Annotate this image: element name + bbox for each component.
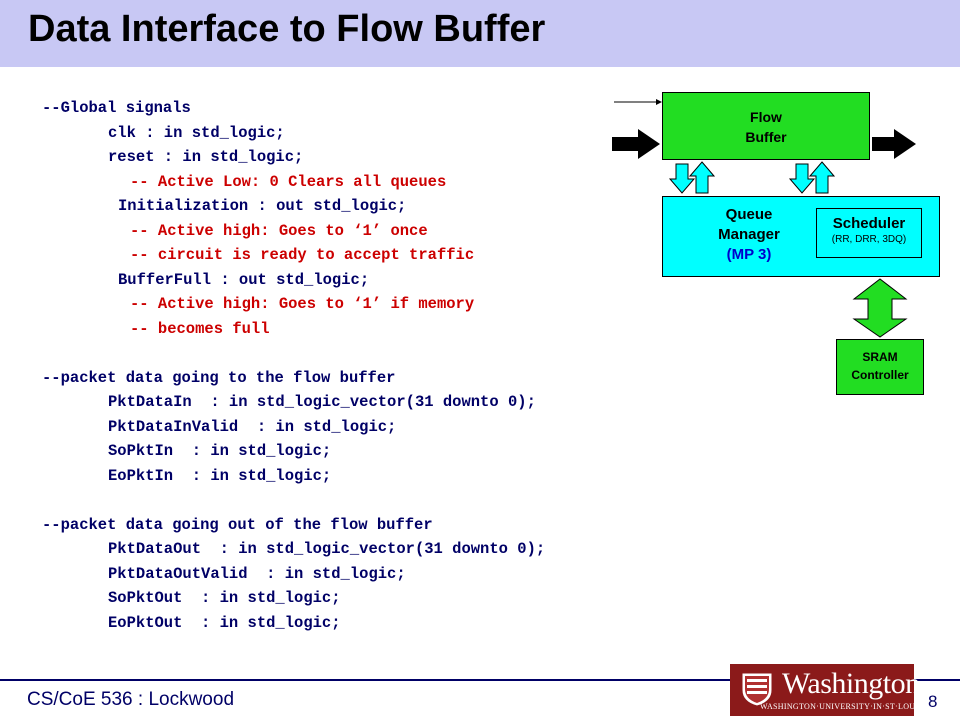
code-line: PktDataOut : in std_logic_vector(31 down… [108, 540, 546, 558]
packet-input-arrow [612, 129, 660, 159]
queue-manager-label-3: (MP 3) [726, 246, 772, 263]
code-line: clk : in std_logic; [108, 123, 285, 142]
code-line: -- Active high: Goes to ‘1’ if memory [130, 295, 475, 313]
code-line: EoPktOut : in std_logic; [108, 613, 341, 632]
qm-sram-bidirectional-arrow [852, 278, 908, 338]
code-line: --packet data going out of the flow buff… [42, 515, 433, 534]
sram-controller-box: SRAM Controller [836, 339, 924, 395]
fb-qm-down-arrow-2 [788, 163, 816, 194]
logo-wordmark: Washington [782, 667, 920, 700]
architecture-diagram: Flow Buffer Queue Manager (MP 3) Schedul… [600, 85, 950, 405]
code-listing: --Global signals clk : in std_logic;reset… [42, 99, 546, 632]
fb-qm-down-arrow-1 [668, 163, 696, 194]
logo-subtitle: WASHINGTON·UNIVERSITY·IN·ST·LOUIS [760, 702, 924, 711]
code-line: --Global signals [42, 99, 191, 117]
code-line: -- circuit is ready to accept traffic [130, 246, 475, 264]
seal-icon [741, 672, 773, 707]
page-number: 8 [928, 692, 938, 711]
scheduler-box: Scheduler (RR, DRR, 3DQ) [816, 208, 922, 258]
code-line: -- Active high: Goes to ‘1’ once [130, 221, 428, 240]
slide-title: Data Interface to Flow Buffer [28, 8, 546, 50]
code-line: BufferFull : out std_logic; [118, 270, 370, 289]
code-line: PktDataInValid : in std_logic; [108, 417, 397, 436]
university-logo: Washington WASHINGTON·UNIVERSITY·IN·ST·L… [730, 664, 923, 716]
flow-buffer-label-2: Buffer [745, 129, 787, 145]
code-line: PktDataIn : in std_logic_vector(31 downt… [108, 393, 536, 411]
code-line: -- becomes full [130, 319, 270, 338]
sram-label-2: Controller [851, 368, 909, 382]
queue-manager-label-2: Manager [718, 226, 780, 243]
code-line: Initialization : out std_logic; [118, 197, 407, 215]
code-line: SoPktOut : in std_logic; [108, 589, 341, 607]
code-line: SoPktIn : in std_logic; [108, 442, 332, 460]
footer-divider [0, 679, 960, 681]
title-bar [0, 0, 960, 67]
scheduler-title: Scheduler [832, 215, 906, 232]
fb-qm-up-arrow-2 [808, 161, 836, 194]
packet-output-arrow [872, 129, 916, 159]
flow-buffer-label-1: Flow [750, 109, 782, 125]
scheduler-subtitle: (RR, DRR, 3DQ) [831, 234, 907, 245]
queue-manager-label-1: Queue [725, 206, 773, 223]
diagram-arrows [612, 99, 916, 338]
sram-label-1: SRAM [862, 350, 898, 364]
code-line: PktDataOutValid : in std_logic; [108, 564, 406, 583]
footer-course: CS/CoE 536 : Lockwood [27, 689, 235, 710]
code-line: EoPktIn : in std_logic; [108, 466, 332, 485]
code-line: reset : in std_logic; [108, 148, 304, 166]
fb-qm-up-arrow-1 [688, 161, 716, 194]
code-line: --packet data going to the flow buffer [42, 368, 396, 387]
thin-input-arrowhead [656, 99, 662, 105]
flow-buffer-box: Flow Buffer [662, 92, 870, 160]
code-line: -- Active Low: 0 Clears all queues [130, 172, 447, 191]
